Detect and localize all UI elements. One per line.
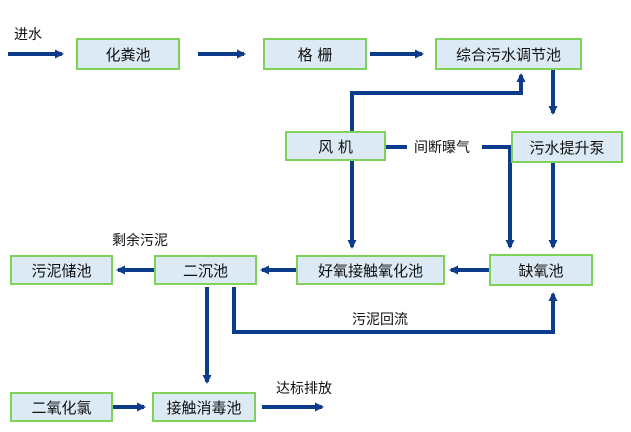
arrow-blower-to-anoxic — [482, 145, 515, 249]
grille-box: 格 栅 — [263, 38, 367, 70]
septic-tank-box: 化粪池 — [76, 38, 180, 70]
arrow-sludge-return — [232, 287, 558, 334]
equalization-tank-box: 综合污水调节池 — [435, 38, 582, 70]
water-inlet-label: 进水 — [14, 27, 42, 43]
excess-sludge-label: 剩余污泥 — [112, 233, 168, 249]
blower-box: 风 机 — [285, 131, 386, 161]
discharge-label: 达标排放 — [276, 381, 332, 397]
intermittent-aeration-label: 间断曝气 — [412, 137, 472, 157]
secondary-clarifier-box: 二沉池 — [154, 255, 257, 285]
arrow-blower-to-equalization — [350, 73, 526, 131]
sludge-storage-box: 污泥储池 — [10, 255, 113, 285]
chlorine-dioxide-box: 二氧化氯 — [10, 392, 113, 422]
lift-pump-box: 污水提升泵 — [511, 131, 623, 163]
sludge-return-label: 污泥回流 — [352, 312, 408, 328]
disinfection-tank-box: 接触消毒池 — [152, 392, 256, 422]
anoxic-tank-box: 缺氧池 — [489, 254, 593, 286]
aerobic-tank-box: 好氧接触氧化池 — [296, 255, 445, 285]
